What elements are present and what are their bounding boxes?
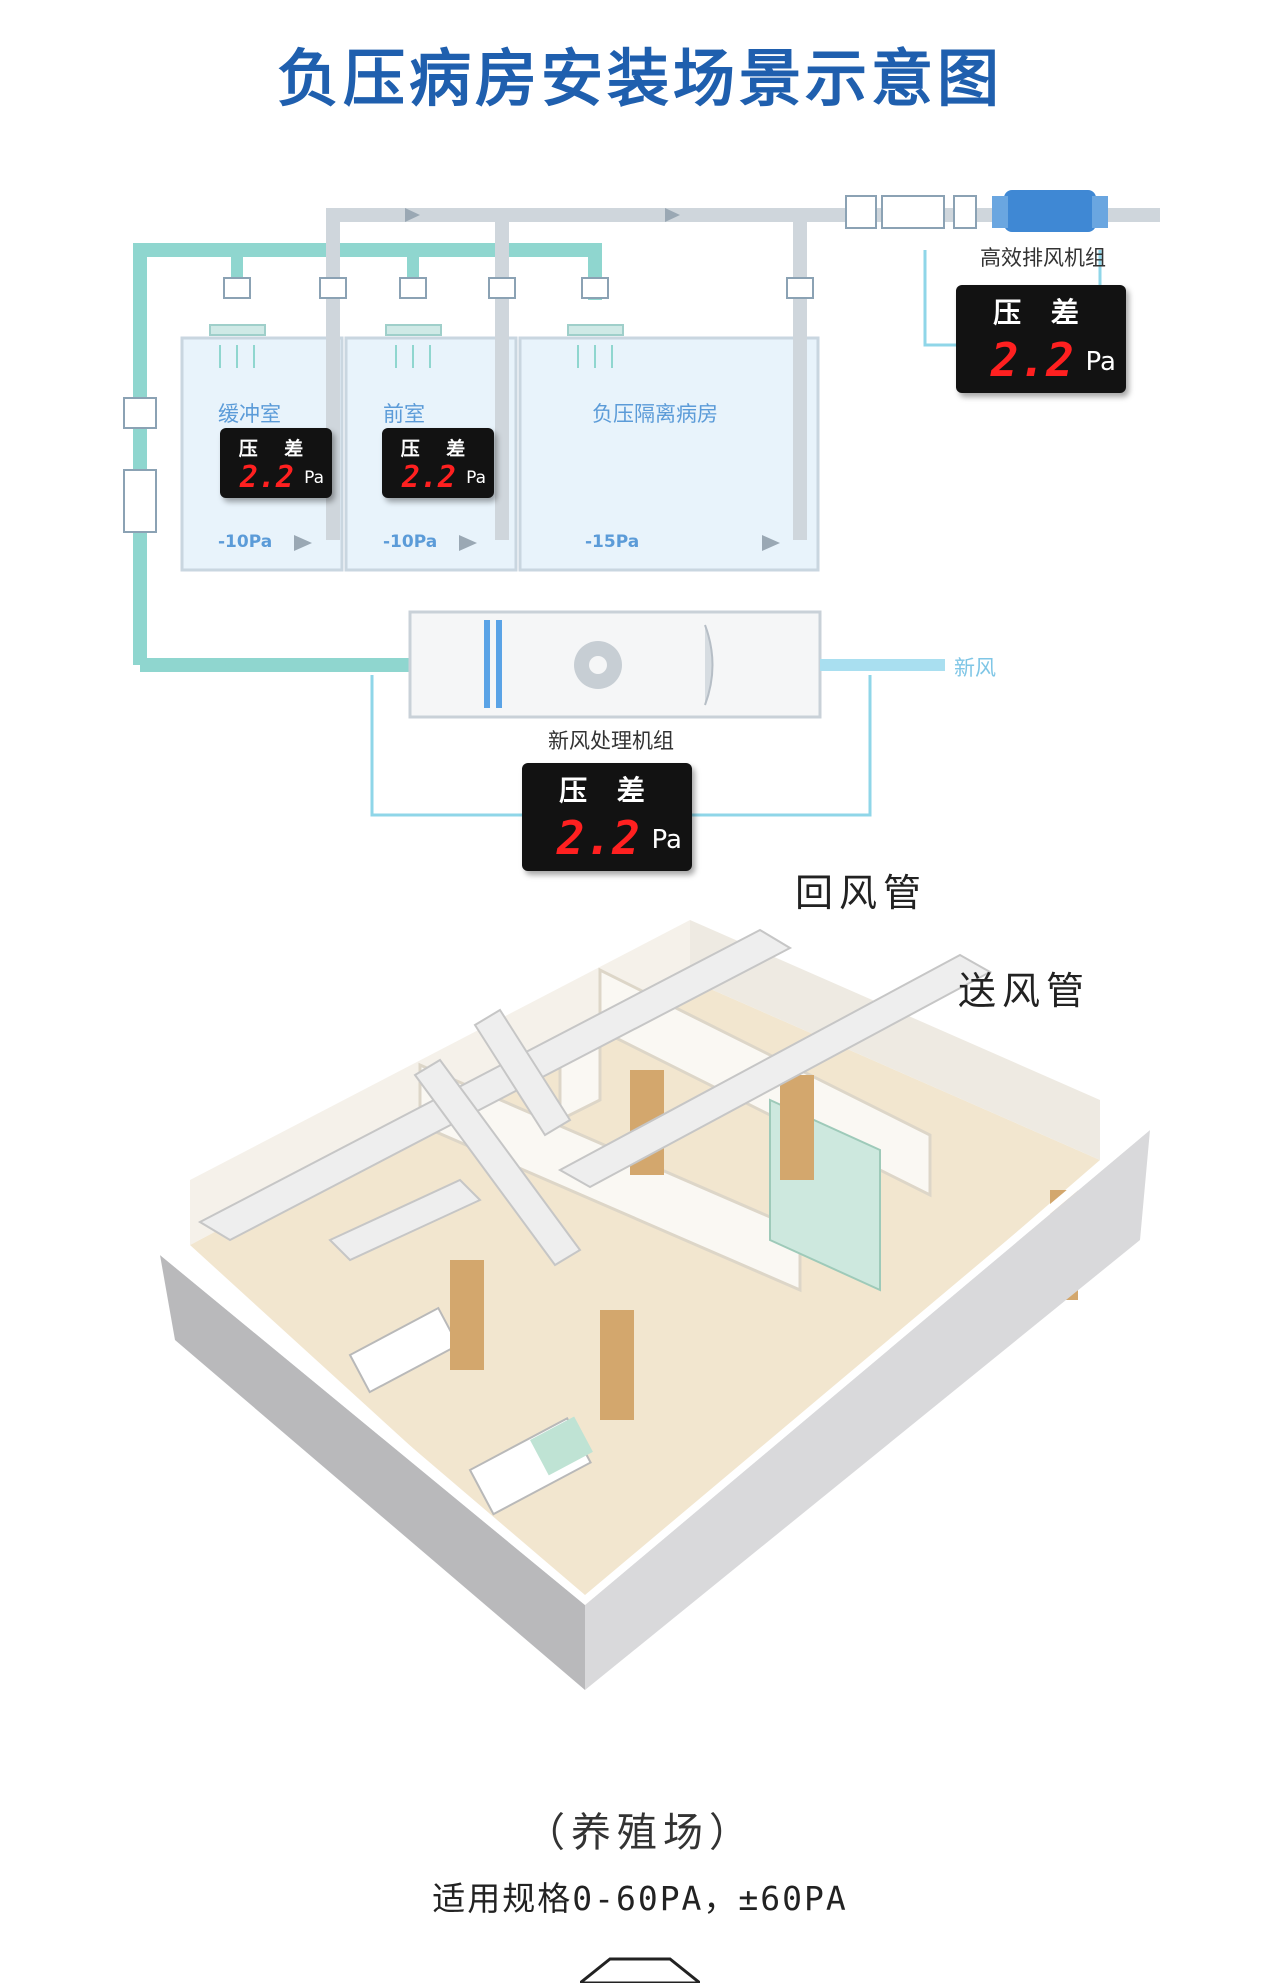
exhaust-unit-label: 高效排风机组: [980, 246, 1106, 270]
exhaust-fan: [1004, 190, 1096, 232]
display-unit: Pa: [466, 468, 486, 488]
display-unit: Pa: [651, 825, 682, 855]
ward-3d-illustration: [160, 920, 1150, 1690]
pressure-display-exhaust: 压 差 2.2 Pa: [956, 285, 1126, 393]
page-title: 负压病房安装场景示意图: [276, 42, 1003, 115]
pressure-display-buffer: 压 差 2.2 Pa: [220, 428, 332, 498]
caption-spec: 适用规格0-60PA，±60PA: [432, 1879, 848, 1918]
callout-supply-duct: 送风管: [958, 969, 1091, 1013]
pressure-label-buffer: -10Pa: [218, 532, 273, 552]
pressure-label-anteroom: -10Pa: [383, 532, 438, 552]
callout-return-duct: 回风管: [795, 871, 928, 915]
display-unit: Pa: [1085, 347, 1116, 377]
display-title: 压 差: [993, 296, 1089, 329]
display-unit: Pa: [304, 468, 324, 488]
top-filter-1: [845, 195, 877, 229]
outer-wall-front-right: [585, 1130, 1150, 1690]
display-title: 压 差: [400, 438, 476, 460]
display-title: 压 差: [559, 774, 655, 807]
supply-duct-3d: [557, 953, 993, 1189]
pressure-display-fresh-air: 压 差 2.2 Pa: [522, 763, 692, 871]
room-label-anteroom: 前室: [383, 402, 425, 426]
hvac-schematic: [123, 190, 1160, 817]
return-duct-3d: [197, 928, 793, 1242]
outer-wall-front-left: [160, 1255, 585, 1690]
room-label-buffer: 缓冲室: [218, 402, 281, 426]
pressure-display-anteroom: 压 差 2.2 Pa: [382, 428, 494, 498]
caption-title: （养殖场）: [525, 1810, 755, 1856]
back-wall-right: [690, 920, 1100, 1160]
top-filter-2: [881, 195, 945, 229]
pressure-label-isolation: -15Pa: [585, 532, 640, 552]
display-value: 2.2: [556, 811, 640, 865]
fresh-air-unit-label: 新风处理机组: [548, 729, 674, 753]
fresh-air-label: 新风: [954, 656, 996, 680]
room-label-isolation: 负压隔离病房: [592, 402, 718, 426]
display-title: 压 差: [238, 438, 314, 460]
display-value: 2.2: [401, 460, 456, 495]
left-filter-bottom: [123, 469, 157, 533]
bed-2: [348, 1306, 460, 1394]
display-value: 2.2: [239, 460, 294, 495]
top-filter-3: [953, 195, 977, 229]
bottom-decoration: [580, 1957, 700, 1983]
display-value: 2.2: [990, 333, 1074, 387]
room-box-isolation: [518, 336, 820, 572]
left-filter-top: [123, 397, 157, 429]
